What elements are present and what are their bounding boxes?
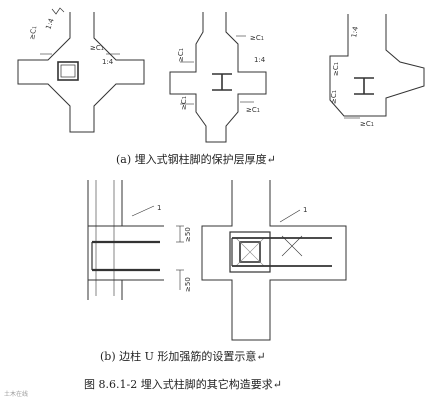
cover-label: ≥C1: [180, 96, 188, 110]
caption-b: (b) 边柱 U 形加强筋的设置示意↵: [100, 349, 266, 363]
slope-label: 1:4: [102, 58, 114, 66]
diagram-a-edge-labels: ≥C1 1:4 ≥C1 ≥C1 ≥C1: [177, 34, 266, 114]
diagram-b-plan-labels: 1: [303, 206, 307, 214]
rebar-callout: 1: [157, 204, 161, 212]
cover-label: ≥C1: [177, 48, 185, 62]
figure-caption: 图 8.6.1-2 埋入式柱脚的其它构造要求↵: [84, 377, 282, 391]
cover-label: ≥C1: [28, 25, 38, 40]
diagram-a-interior-labels: ≥C1 1:4 ≥C1 1:4: [28, 17, 114, 66]
slope-label: 1:4: [350, 25, 360, 38]
diagram-a-edge: [169, 12, 267, 143]
square-tube-column: [239, 241, 261, 263]
diagram-b-plan: [201, 180, 347, 341]
watermark: 土木在线: [4, 390, 28, 398]
dim-label: ≥50: [184, 227, 192, 242]
diagram-a-interior: [17, 7, 145, 133]
slope-label: 1:4: [44, 17, 56, 31]
diagram-a-corner: [329, 14, 425, 119]
slope-label: 1:4: [254, 56, 266, 64]
cover-label: ≥C1: [330, 90, 338, 104]
cover-label: ≥C1: [90, 44, 104, 52]
square-tube-column: [57, 61, 79, 81]
caption-a: (a) 埋入式钢柱脚的保护层厚度↵: [116, 152, 276, 166]
cover-label: ≥C1: [246, 106, 260, 114]
diagram-b-elevation: [87, 180, 184, 300]
cover-label: ≥C1: [360, 120, 374, 128]
diagram-a-corner-labels: 1:4 ≥C1 ≥C1 ≥C1: [330, 25, 374, 128]
rebar-callout: 1: [303, 206, 307, 214]
dim-label: ≥50: [184, 277, 192, 292]
cover-label: ≥C1: [332, 62, 340, 76]
diagram-b-elevation-labels: 1 ≥50 ≥50: [157, 204, 192, 292]
cover-label: ≥C1: [250, 34, 264, 42]
